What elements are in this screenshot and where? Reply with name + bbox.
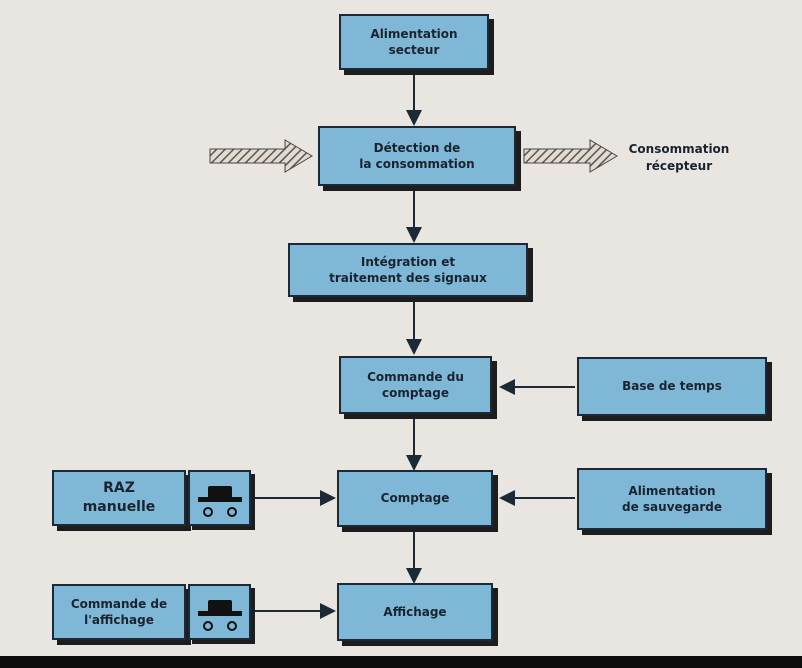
box-commande-affichage: Commande de l'affichage — [52, 584, 186, 640]
box-integration-traitement: Intégration et traitement des signaux — [288, 243, 528, 297]
box-alimentation-secteur: Alimentation secteur — [339, 14, 489, 70]
box-commande-comptage: Commande du comptage — [339, 356, 492, 414]
box-comptage: Comptage — [337, 470, 493, 527]
label-consommation-recepteur: Consommation récepteur — [628, 142, 730, 173]
box-alimentation-sauvegarde: Alimentation de sauvegarde — [577, 468, 767, 530]
pushbutton-raz — [188, 470, 251, 526]
pushbutton-icon — [198, 600, 242, 631]
box-base-temps: Base de temps — [577, 357, 767, 416]
box-raz-manuelle: RAZ manuelle — [52, 470, 186, 526]
box-affichage: Affichage — [337, 583, 493, 641]
hatched-input-arrow — [209, 139, 313, 173]
pushbutton-icon — [198, 486, 242, 517]
pushbutton-affichage — [188, 584, 251, 640]
hatched-output-arrow — [523, 139, 618, 173]
bottom-border — [0, 656, 802, 668]
box-detection-consommation: Détection de la consommation — [318, 126, 516, 186]
